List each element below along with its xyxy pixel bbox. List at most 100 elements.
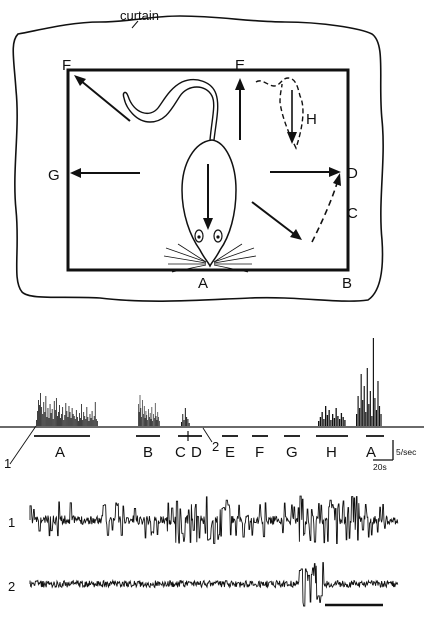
segment-label-a: A — [55, 444, 65, 461]
spike-trace-1 — [29, 495, 399, 544]
histogram-bar — [182, 414, 184, 426]
histogram-bar — [55, 398, 57, 426]
spike-traces: 1 2 — [8, 495, 399, 607]
histogram-bar — [380, 414, 382, 426]
label-b: B — [342, 275, 352, 292]
histogram-bar — [155, 416, 157, 426]
arrow-g — [70, 168, 140, 178]
histogram-bar — [41, 407, 43, 426]
histogram-bar — [145, 411, 147, 426]
histogram-bar — [378, 406, 381, 426]
histogram-bar — [45, 396, 47, 426]
time-scale-label: 20s — [373, 462, 387, 472]
histogram-bar — [64, 415, 66, 426]
histogram-bar — [158, 417, 159, 426]
histogram-bar — [375, 410, 378, 426]
svg-text:1: 1 — [4, 456, 11, 471]
histogram-bar — [83, 412, 85, 426]
histogram-bar — [326, 415, 329, 426]
histogram-bar — [46, 417, 48, 426]
histogram-bar — [154, 418, 155, 426]
histogram-bar — [335, 408, 337, 426]
histogram-bar — [149, 417, 150, 426]
marker-2: 2 — [202, 427, 219, 454]
segment-label-a-end: A — [366, 444, 376, 461]
marker-1: 1 — [4, 425, 37, 471]
arrow-toward-b — [251, 201, 302, 240]
histogram-bar — [48, 418, 50, 426]
histogram-bar — [91, 411, 93, 426]
histogram-bar — [51, 409, 53, 426]
histogram-bar — [328, 410, 330, 426]
histogram-bar — [54, 410, 56, 426]
histogram-bar — [188, 423, 190, 426]
segment-label-h: H — [326, 444, 337, 461]
segment-bars — [34, 431, 384, 441]
label-g: G — [48, 167, 60, 184]
histogram-bar — [357, 396, 359, 426]
histogram-bar — [42, 414, 44, 426]
label-f: F — [62, 57, 71, 74]
histogram-bar — [66, 411, 68, 426]
histogram-bar — [154, 403, 156, 426]
histogram-bar — [57, 416, 58, 426]
whiskers — [163, 243, 257, 273]
histogram-bar — [93, 416, 95, 426]
histogram-bar — [359, 408, 361, 426]
histogram-bar — [38, 400, 39, 426]
histogram-bar — [43, 402, 45, 426]
histogram-bar — [139, 395, 141, 426]
histogram-bar — [76, 417, 78, 426]
spike-trace-2 — [29, 562, 399, 607]
firing-rate-histogram: A B C D E F G H A 1 2 5/sec 20s — [0, 338, 424, 472]
histogram-bar — [187, 419, 189, 426]
histogram-bar — [365, 412, 367, 426]
histogram-bar — [79, 413, 80, 426]
histogram-bar — [141, 417, 143, 426]
curtain-outline — [12, 15, 384, 302]
histogram-bar — [148, 409, 149, 426]
histogram-bar — [84, 416, 86, 426]
label-c: C — [347, 205, 358, 222]
histogram-bar — [140, 408, 142, 426]
histogram-bar — [52, 419, 54, 426]
histogram-bar — [144, 418, 146, 426]
histogram-bar — [342, 417, 344, 426]
curtain-label: curtain — [120, 8, 159, 23]
histogram-bar — [332, 414, 334, 426]
histogram-bar — [63, 420, 65, 426]
histogram-bar — [69, 412, 71, 426]
histogram-bar — [47, 408, 49, 426]
histogram-bar — [143, 414, 144, 426]
mouse-drawing — [122, 78, 257, 273]
segment-label-f: F — [255, 444, 264, 461]
histogram-bars — [36, 338, 382, 426]
histogram-bar — [58, 412, 59, 426]
histogram-bar — [362, 400, 364, 426]
histogram-bar — [88, 421, 90, 426]
histogram-bar — [36, 420, 37, 426]
histogram-bar — [92, 420, 94, 426]
scale-bars: 5/sec 20s — [373, 440, 417, 472]
histogram-bar — [138, 404, 139, 426]
histogram-bar — [75, 410, 77, 426]
histogram-bar — [184, 408, 186, 426]
histogram-bar — [49, 404, 51, 426]
trace-1-label: 1 — [8, 515, 15, 530]
histogram-bar — [344, 420, 346, 426]
segment-label-g: G — [286, 444, 298, 461]
arena-box — [66, 68, 350, 272]
histogram-bar — [61, 414, 63, 426]
histogram-bar — [78, 421, 79, 426]
histogram-bar — [186, 417, 188, 426]
label-h: H — [306, 111, 317, 128]
histogram-bar — [147, 420, 148, 426]
histogram-bar — [360, 374, 362, 426]
histogram-bar — [37, 411, 38, 426]
histogram-bar — [150, 419, 152, 426]
segment-label-b: B — [143, 444, 153, 461]
histogram-bar — [87, 417, 89, 426]
histogram-bar — [149, 413, 151, 426]
histogram-bar — [86, 407, 88, 426]
